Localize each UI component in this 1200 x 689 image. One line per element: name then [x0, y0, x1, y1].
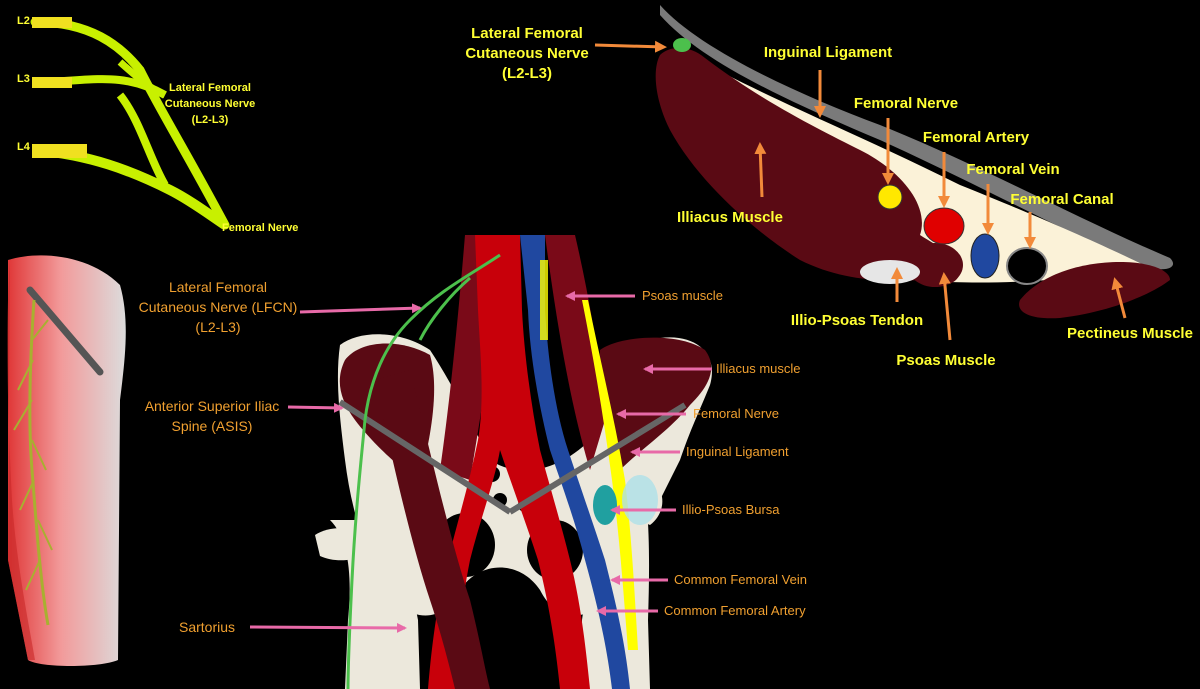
- cs-lfcn-label-line2: Cutaneous Nerve: [465, 45, 588, 62]
- l3-root-segment: [32, 77, 72, 88]
- femoral-canal-dot: [1006, 247, 1048, 285]
- l2-label: L2: [17, 15, 30, 27]
- pelvis-asis-label-line2: Spine (ASIS): [172, 418, 253, 434]
- femoral-nerve-path: [582, 300, 638, 650]
- pelvis-femoral-nerve-label: Femoral Nerve: [693, 406, 779, 421]
- thigh-lfcn-nerve: [28, 299, 50, 626]
- pelvis-inguinal-label: Inguinal Ligament: [686, 444, 789, 459]
- pelvis-asis-label-line1: Anterior Superior Iliac: [145, 398, 280, 414]
- arrow-lfcn: [594, 40, 667, 53]
- left-psoas-muscle: [545, 235, 605, 470]
- cs-lfcn-label-line3: (L2-L3): [502, 65, 552, 82]
- arrow-psoas: [938, 272, 952, 341]
- cs-femoral-canal-label: Femoral Canal: [1010, 191, 1113, 208]
- pelvis-lfcn-label-line2: Cutaneous Nerve (LFCN): [139, 299, 298, 315]
- pelvis-lfcn-label-line3: (L2-L3): [195, 319, 240, 335]
- inguinal-ligament-right: [338, 399, 512, 515]
- cs-illiacus-label: Illiacus Muscle: [677, 209, 783, 226]
- plexus-lfcn-label-line3: (L2-L3): [192, 114, 229, 126]
- pelvis-psoas-label: Psoas muscle: [642, 288, 723, 303]
- pectineus-muscle-shape: [1019, 262, 1170, 319]
- thigh-needle: [26, 286, 104, 376]
- cs-psoas-label: Psoas Muscle: [896, 352, 995, 369]
- aorta-iliac-arteries: [428, 235, 590, 689]
- cs-femoral-nerve-label: Femoral Nerve: [854, 95, 958, 112]
- cross-section: Lateral Femoral Cutaneous Nerve (L2-L3) …: [465, 5, 1193, 369]
- right-trochanter: [315, 528, 375, 561]
- inguinal-ligament-band: [660, 5, 1174, 270]
- pelvis-bursa-label: Illio-Psoas Bursa: [682, 502, 780, 517]
- arrow-pelvis-lfcn: [299, 303, 422, 314]
- l2-root-segment: [32, 17, 72, 28]
- pelvis-illiacus-label: Illiacus muscle: [716, 361, 801, 376]
- l4-root-path: [34, 145, 228, 230]
- pelvis-lfcn-label-line1: Lateral Femoral: [169, 279, 267, 295]
- illiopsoas-bursa-shape: [593, 485, 617, 525]
- nerve-plexus: L2 L3 L4 Lateral Femoral Cutaneous Nerve…: [17, 15, 298, 234]
- plexus-femoral-nerve-label: Femoral Nerve: [222, 222, 298, 234]
- arrow-pelvis-asis: [287, 402, 344, 413]
- pelvis-cfv-label: Common Femoral Vein: [674, 572, 807, 587]
- thigh-nerve-branches: [13, 319, 53, 591]
- cs-inguinal-label: Inguinal Ligament: [764, 44, 892, 61]
- pelvis-sartorius-label: Sartorius: [179, 619, 235, 635]
- thigh-shape: [8, 255, 126, 666]
- lfcn-path: [346, 253, 501, 689]
- ivc-iliac-vein: [520, 235, 630, 689]
- cs-tendon-label: Illio-Psoas Tendon: [791, 312, 923, 329]
- femoral-artery-dot: [923, 207, 965, 245]
- thigh-lateral-shading: [7, 260, 35, 660]
- pelvis-illustration: Lateral Femoral Cutaneous Nerve (LFCN) (…: [139, 235, 807, 689]
- l2-root-path: [30, 17, 230, 230]
- femoral-nerve-dot: [877, 184, 903, 210]
- l4-label: L4: [17, 141, 31, 153]
- plexus-lfcn-label-line2: Cutaneous Nerve: [165, 98, 255, 110]
- cs-femoral-vein-label: Femoral Vein: [966, 161, 1059, 178]
- arrow-pectineus: [1111, 277, 1127, 319]
- lfcn-branch-path: [117, 59, 167, 99]
- illiopsoas-tendon-shape: [860, 260, 920, 284]
- inguinal-ligament-left: [508, 402, 687, 515]
- pelvis-cfa-label: Common Femoral Artery: [664, 603, 806, 618]
- cs-femoral-artery-label: Femoral Artery: [923, 129, 1030, 146]
- sartorius-muscle: [375, 370, 490, 689]
- bursa-highlight: [622, 475, 658, 525]
- thigh-illustration: [7, 255, 126, 666]
- arrow-illiacus: [754, 142, 767, 198]
- cs-lfcn-label-line1: Lateral Femoral: [471, 25, 583, 42]
- psoas-muscle-shape: [907, 243, 963, 287]
- trunk-join-path: [116, 92, 169, 188]
- illiacus-muscle-shape: [655, 47, 960, 286]
- lumbar-plexus-strip: [540, 260, 548, 340]
- l3-label: L3: [17, 73, 30, 85]
- cs-pectineus-label: Pectineus Muscle: [1067, 325, 1193, 342]
- lfcn-cross-dot: [673, 38, 691, 52]
- femoral-vein-dot: [970, 233, 1000, 279]
- lfcn-branch: [418, 276, 471, 341]
- l4-root-segment: [32, 144, 87, 158]
- plexus-lfcn-label-line1: Lateral Femoral: [169, 82, 251, 94]
- arrow-pelvis-sartorius: [249, 622, 407, 633]
